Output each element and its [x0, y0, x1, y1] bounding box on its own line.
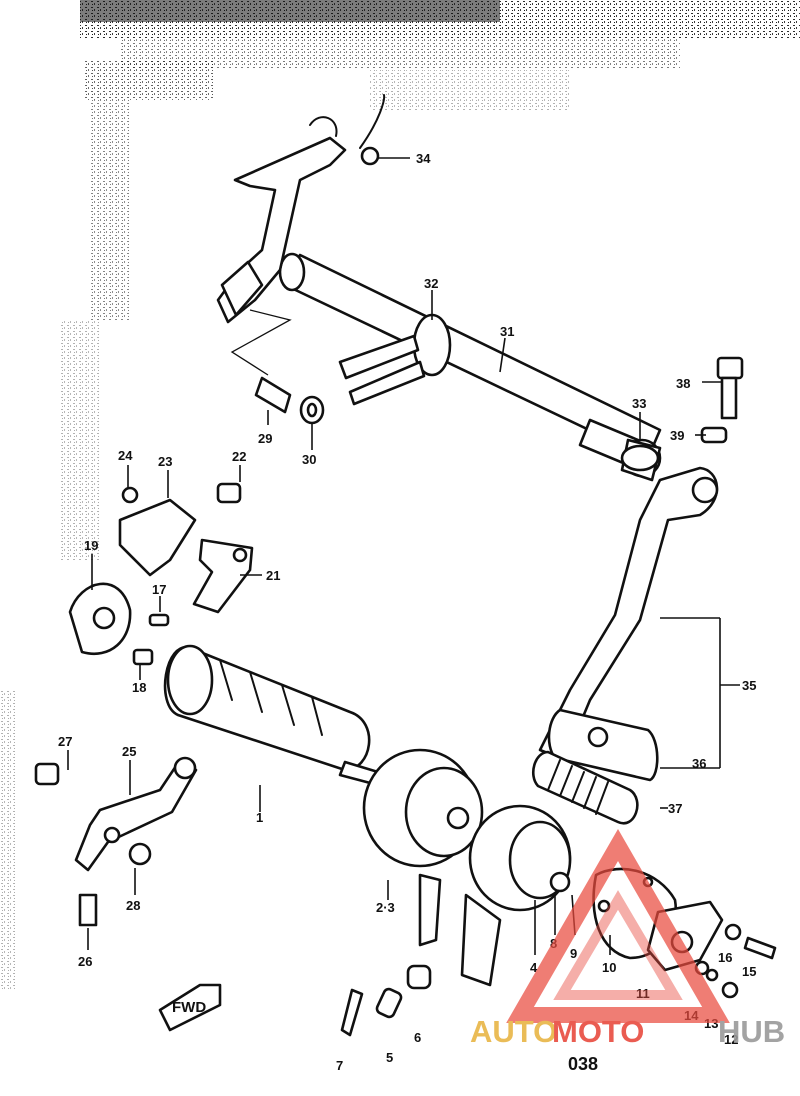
- drum-2-3: [362, 748, 484, 868]
- callout-35: 35: [742, 678, 756, 693]
- stopper-21: [192, 482, 254, 614]
- callout-24: 24: [118, 448, 133, 463]
- callout-33: 33: [632, 396, 646, 411]
- callout-36: 36: [692, 756, 706, 771]
- plate-23: [118, 486, 197, 577]
- watermark-hub: HUB: [718, 1014, 785, 1049]
- callout-30: 30: [302, 452, 316, 467]
- callout-5: 5: [386, 1050, 393, 1065]
- callout-39: 39: [670, 428, 684, 443]
- shift-arm: [216, 94, 386, 324]
- callout-29: 29: [258, 431, 272, 446]
- callout-26: 26: [78, 954, 92, 969]
- bushing-33: [620, 438, 662, 482]
- bolt-29: [254, 376, 325, 425]
- callout-1: 1: [256, 810, 263, 825]
- callout-11: 11: [636, 986, 650, 1001]
- callout-4: 4: [530, 960, 538, 975]
- callout-38: 38: [676, 376, 690, 391]
- callout-21: 21: [266, 568, 280, 583]
- small-hardware: [694, 923, 777, 999]
- callout-22: 22: [232, 449, 246, 464]
- rubber-37: [532, 750, 639, 825]
- callout-37: 37: [668, 801, 682, 816]
- cam-plate-19: [68, 582, 170, 666]
- leader-lines: [67, 157, 740, 955]
- gear-shift-lever: [538, 466, 719, 782]
- page-number: 038: [568, 1054, 598, 1074]
- callout-31: 31: [500, 324, 514, 339]
- arm-25: [34, 756, 198, 927]
- callout-9: 9: [570, 946, 577, 961]
- callout-16: 16: [718, 950, 732, 965]
- callout-2-3: 2·3: [376, 900, 395, 915]
- scan-noise: [0, 0, 800, 990]
- forward-arrow: FWD: [158, 983, 222, 1032]
- watermark-auto: AUTO: [470, 1014, 557, 1049]
- callout-19: 19: [84, 538, 98, 553]
- watermark: AUTO MOTO HUB: [470, 828, 785, 1049]
- shift-cam: [163, 644, 380, 786]
- callout-15: 15: [742, 964, 756, 979]
- callout-25: 25: [122, 744, 136, 759]
- callout-17: 17: [152, 582, 166, 597]
- callout-18: 18: [132, 680, 146, 695]
- callout-27: 27: [58, 734, 72, 749]
- forward-arrow-label: FWD: [172, 999, 206, 1016]
- callout-7: 7: [336, 1058, 343, 1073]
- bolt-38: [700, 356, 744, 444]
- pins-5-6-7: [340, 964, 432, 1037]
- callout-12: 12: [724, 1032, 738, 1047]
- callout-10: 10: [602, 960, 616, 975]
- shift-shaft: [278, 252, 662, 478]
- callout-34: 34: [416, 151, 431, 166]
- callout-23: 23: [158, 454, 172, 469]
- watermark-moto: MOTO: [552, 1014, 644, 1049]
- callout-6: 6: [414, 1030, 421, 1045]
- callout-32: 32: [424, 276, 438, 291]
- callout-28: 28: [126, 898, 140, 913]
- callouts: 34 32 31 33 38 39 35 36 37 29 30 22 23 2…: [58, 151, 756, 1073]
